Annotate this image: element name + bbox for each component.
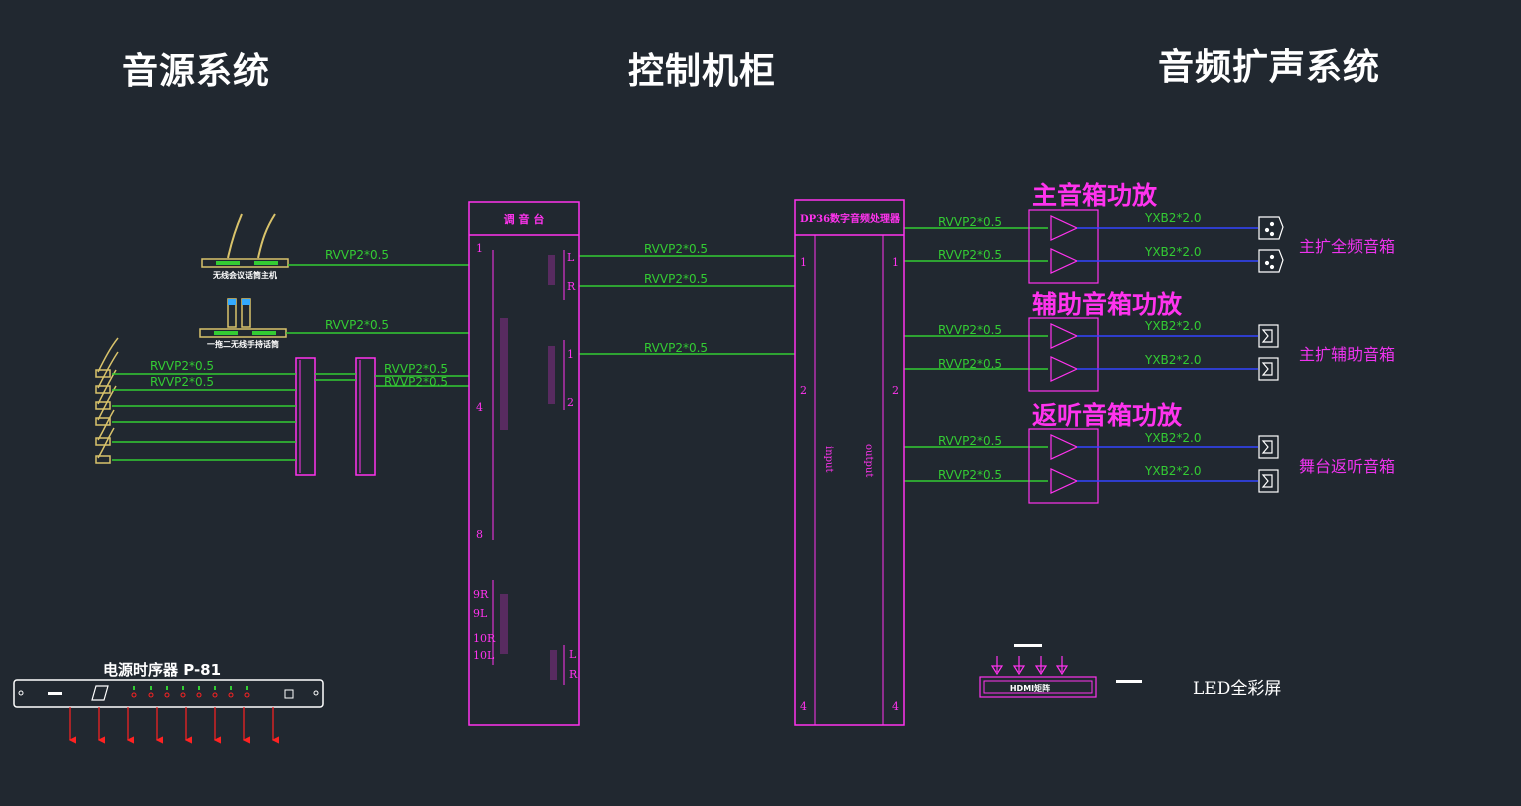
sequencer-title: 电源时序器 P-81 (103, 661, 222, 679)
handheld-mic-icon (227, 298, 251, 328)
speaker-cable-labels: YXB2*2.0 YXB2*2.0 YXB2*2.0 YXB2*2.0 YXB2… (1144, 211, 1202, 478)
led-screen-label: LED全彩屏 (1193, 679, 1282, 699)
cable-label: RVVP2*0.5 (938, 323, 1002, 337)
handheld-mic-label: 一拖二无线手持话筒 (207, 339, 279, 349)
amp-title-monitor: 返听音箱功放 (1032, 401, 1183, 430)
processor-input-label: input (823, 446, 834, 473)
speaker-label-main: 主扩全频音箱 (1299, 237, 1396, 256)
speaker-cable-label: YXB2*2.0 (1144, 245, 1202, 259)
mixer-port-in9L: 9L (473, 607, 488, 620)
power-sequencer-device (13, 679, 324, 744)
mixer-port-in8: 8 (476, 528, 483, 541)
processor-port-in4: 4 (800, 700, 807, 713)
mixer-port-outR: R (567, 280, 576, 293)
processor-port-out4: 4 (892, 700, 899, 713)
mixer-port-aux1: 1 (567, 348, 574, 361)
section-title-control: 控制机柜 (628, 51, 777, 92)
cable-label: RVVP2*0.5 (150, 375, 214, 389)
cable-label: RVVP2*0.5 (644, 341, 708, 355)
mixer-port-outR: R (569, 668, 578, 681)
cable-label: RVVP2*0.5 (938, 248, 1002, 262)
processor-port-in2: 2 (800, 384, 807, 397)
wireless-host-device: 无线会议话筒主机 (201, 258, 289, 280)
mixer-port-in4: 4 (476, 401, 483, 414)
mixer-title: 调 音 台 (504, 212, 545, 226)
signal-cables (112, 227, 1048, 482)
mixer-port-in1: 1 (476, 242, 483, 255)
hdmi-label: HDMI矩阵 (1010, 683, 1050, 693)
amp-title-aux: 辅助音箱功放 (1032, 290, 1183, 319)
speaker-cables (1077, 227, 1258, 482)
cable-label: RVVP2*0.5 (384, 375, 448, 389)
processor-device: DP36数字音频处理器 1 2 4 1 2 4 input output (794, 199, 905, 726)
mixer-port-outL: L (569, 648, 577, 661)
mic-distributor-device (295, 357, 316, 476)
cable-label: RVVP2*0.5 (644, 272, 708, 286)
amp-title-main: 主音箱功放 (1032, 181, 1158, 210)
processor-port-out1: 1 (892, 256, 899, 269)
processor-port-in1: 1 (800, 256, 807, 269)
cable-label: RVVP2*0.5 (938, 468, 1002, 482)
mixer-device: 调 音 台 1 4 8 9R 9L 10R 10L L R 1 2 L R (468, 201, 580, 726)
processor-output-label: output (863, 444, 874, 477)
cable-label: RVVP2*0.5 (644, 242, 708, 256)
wireless-host-label: 无线会议话筒主机 (212, 270, 277, 280)
speaker-label-aux: 主扩辅助音箱 (1299, 345, 1396, 364)
amplifiers (1028, 209, 1099, 504)
speaker-cable-label: YXB2*2.0 (1144, 431, 1202, 445)
cable-label: RVVP2*0.5 (938, 434, 1002, 448)
mixer-port-outL: L (567, 251, 575, 264)
speaker-label-monitor: 舞台返听音箱 (1299, 457, 1396, 476)
mixer-port-in10L: 10L (473, 649, 495, 662)
cable-label: RVVP2*0.5 (384, 362, 448, 376)
cable-label: RVVP2*0.5 (150, 359, 214, 373)
speaker-cable-label: YXB2*2.0 (1144, 464, 1202, 478)
hdmi-matrix-device: HDMI矩阵 (979, 644, 1142, 698)
cable-label: RVVP2*0.5 (938, 357, 1002, 371)
gooseneck-mic-icon (227, 213, 276, 259)
section-title-audio: 音频扩声系统 (1158, 47, 1381, 88)
section-title-source: 音源系统 (122, 51, 271, 92)
handheld-receiver-device: 一拖二无线手持话筒 (199, 328, 287, 349)
speaker-icon (1258, 216, 1284, 493)
cable-label: RVVP2*0.5 (325, 248, 389, 262)
mixer-port-aux2: 2 (567, 396, 574, 409)
signal-cable-labels: RVVP2*0.5 RVVP2*0.5 RVVP2*0.5 RVVP2*0.5 … (150, 215, 1002, 482)
mixer-port-in10R: 10R (473, 632, 496, 645)
mixer-port-in9R: 9R (473, 588, 489, 601)
cable-label: RVVP2*0.5 (325, 318, 389, 332)
processor-title: DP36数字音频处理器 (800, 212, 901, 225)
podium-mic-stack-icon (95, 337, 119, 464)
mic-processor-device (355, 357, 376, 476)
speaker-cable-label: YXB2*2.0 (1144, 211, 1202, 225)
processor-port-out2: 2 (892, 384, 899, 397)
cable-label: RVVP2*0.5 (938, 215, 1002, 229)
speaker-cable-label: YXB2*2.0 (1144, 353, 1202, 367)
speaker-cable-label: YXB2*2.0 (1144, 319, 1202, 333)
